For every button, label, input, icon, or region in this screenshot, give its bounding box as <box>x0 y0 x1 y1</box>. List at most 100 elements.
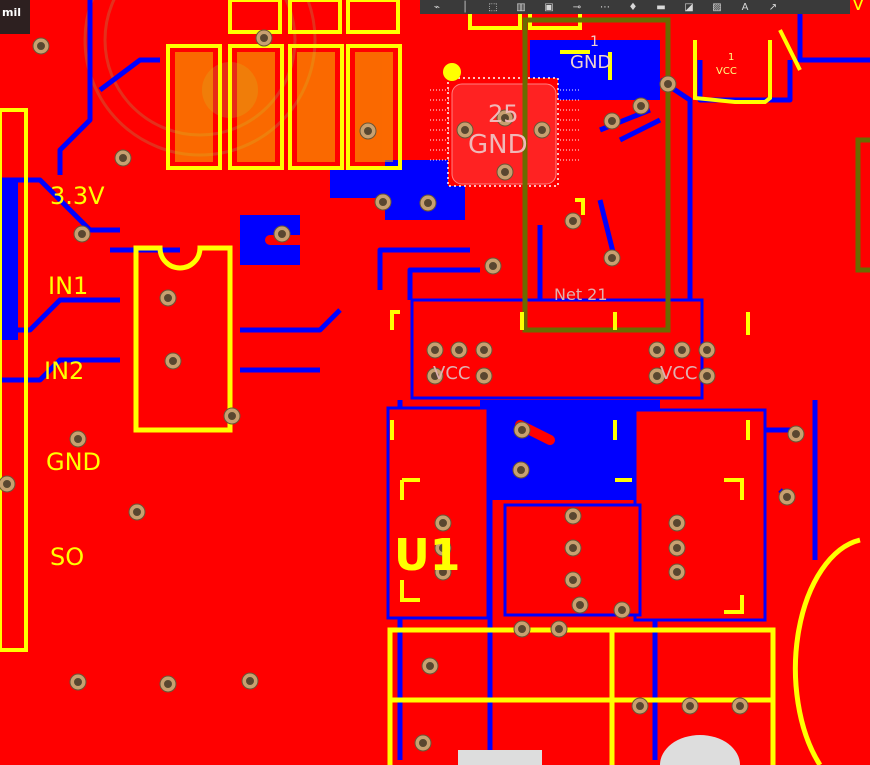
via-drill <box>569 217 577 225</box>
via-drill <box>569 576 577 584</box>
via-drill <box>424 199 432 207</box>
via-drill <box>703 346 711 354</box>
via-drill <box>228 412 236 420</box>
place-line-icon[interactable]: │ <box>461 1 469 13</box>
via-drill <box>431 372 439 380</box>
via-drill <box>501 114 509 122</box>
via-drill <box>169 357 177 365</box>
via-drill <box>431 346 439 354</box>
select-area-icon[interactable]: ⬚ <box>488 1 498 13</box>
via-drill <box>419 739 427 747</box>
text-tool-icon[interactable]: A <box>741 1 749 13</box>
via-drill <box>569 544 577 552</box>
passive-pads <box>175 52 393 162</box>
via-drill <box>260 34 268 42</box>
highlight-icon[interactable]: ♦ <box>628 1 638 13</box>
arrow-icon[interactable]: ↗ <box>768 1 778 13</box>
silk-brackets <box>390 50 750 614</box>
via-drill <box>608 117 616 125</box>
via-drill <box>517 466 525 474</box>
via-drill <box>555 625 563 633</box>
polygon-icon[interactable]: ▨ <box>712 1 722 13</box>
via-drill <box>673 519 681 527</box>
corner-silk-label: V <box>852 0 865 15</box>
unit-indicator: mil <box>0 0 30 34</box>
via-drill <box>637 102 645 110</box>
via-drill <box>686 702 694 710</box>
net-label-vcc-right: VCC <box>660 363 698 384</box>
via-drill <box>379 198 387 206</box>
via-drill <box>518 625 526 633</box>
via-drill <box>653 372 661 380</box>
silk-label-so: SO <box>50 543 85 571</box>
passive-footprints[interactable] <box>166 0 802 170</box>
silk-designator-u1: U1 <box>394 530 461 581</box>
via-drill <box>664 80 672 88</box>
multi-route-icon[interactable]: ⋯ <box>600 1 610 13</box>
via-drill <box>501 168 509 176</box>
via-drill <box>133 508 141 516</box>
via-drill <box>489 262 497 270</box>
silk-label-3v3: 3.3V <box>50 182 105 210</box>
via-drill <box>74 678 82 686</box>
via-drill <box>538 126 546 134</box>
via-drill <box>3 480 11 488</box>
net-label-gnd-top: GND <box>570 52 612 73</box>
via-drill <box>673 568 681 576</box>
via-drill <box>673 544 681 552</box>
net-label-pin1-small: 1 <box>728 52 735 63</box>
fill-icon[interactable]: ▬ <box>656 1 666 13</box>
via-drill <box>74 435 82 443</box>
via-drill <box>792 430 800 438</box>
net-label-vcc-small: VCC <box>716 66 737 77</box>
via-drill <box>736 702 744 710</box>
via-drill <box>636 702 644 710</box>
power-module-outline[interactable] <box>387 537 861 765</box>
component-icon[interactable]: ▣ <box>544 1 554 13</box>
silk-label-in2: IN2 <box>44 357 85 385</box>
via-drill <box>480 372 488 380</box>
via-icon[interactable]: ⊸ <box>572 1 582 13</box>
route-tool-icon[interactable]: ⌁ <box>433 1 441 13</box>
via-drill <box>426 662 434 670</box>
via-drill <box>278 230 286 238</box>
terminal-round-pad <box>660 735 740 765</box>
via-drill <box>678 346 686 354</box>
via-drill <box>576 601 584 609</box>
silk-label-in1: IN1 <box>48 272 89 300</box>
via-drill <box>618 606 626 614</box>
via-drill <box>455 346 463 354</box>
via-drill <box>37 42 45 50</box>
net-label-pin1: 1 <box>590 34 599 50</box>
via-drill <box>78 230 86 238</box>
connector-outline <box>0 108 28 652</box>
via-drill <box>569 512 577 520</box>
net-label-gnd-center: GND <box>468 130 528 160</box>
qfn-pins <box>430 89 580 161</box>
region-icon[interactable]: ◪ <box>684 1 694 13</box>
via-drill <box>164 680 172 688</box>
via-drill <box>703 372 711 380</box>
ic-dip-outline[interactable] <box>133 245 233 433</box>
via-drill <box>439 568 447 576</box>
via-group[interactable] <box>0 29 805 752</box>
via-drill <box>653 346 661 354</box>
keepout-outline <box>522 17 870 333</box>
pcb-toolbar: ⌁ │ ⬚ ▥ ▣ ⊸ ⋯ ♦ ▬ ◪ ▨ A ↗ <box>420 0 850 14</box>
via-drill <box>119 154 127 162</box>
via-drill <box>480 346 488 354</box>
net-label-net21: Net 21 <box>554 285 608 304</box>
via-drill <box>246 677 254 685</box>
via-drill <box>608 254 616 262</box>
via-drill <box>439 519 447 527</box>
net-label-pad25: 25 <box>488 100 519 128</box>
via-drill <box>164 294 172 302</box>
via-drill <box>518 426 526 434</box>
terminal-pad-block <box>458 750 542 765</box>
via-drill <box>461 126 469 134</box>
bar-chart-icon[interactable]: ▥ <box>516 1 526 13</box>
net-label-vcc-left: VCC <box>433 363 471 384</box>
copper-polygons <box>386 298 767 622</box>
